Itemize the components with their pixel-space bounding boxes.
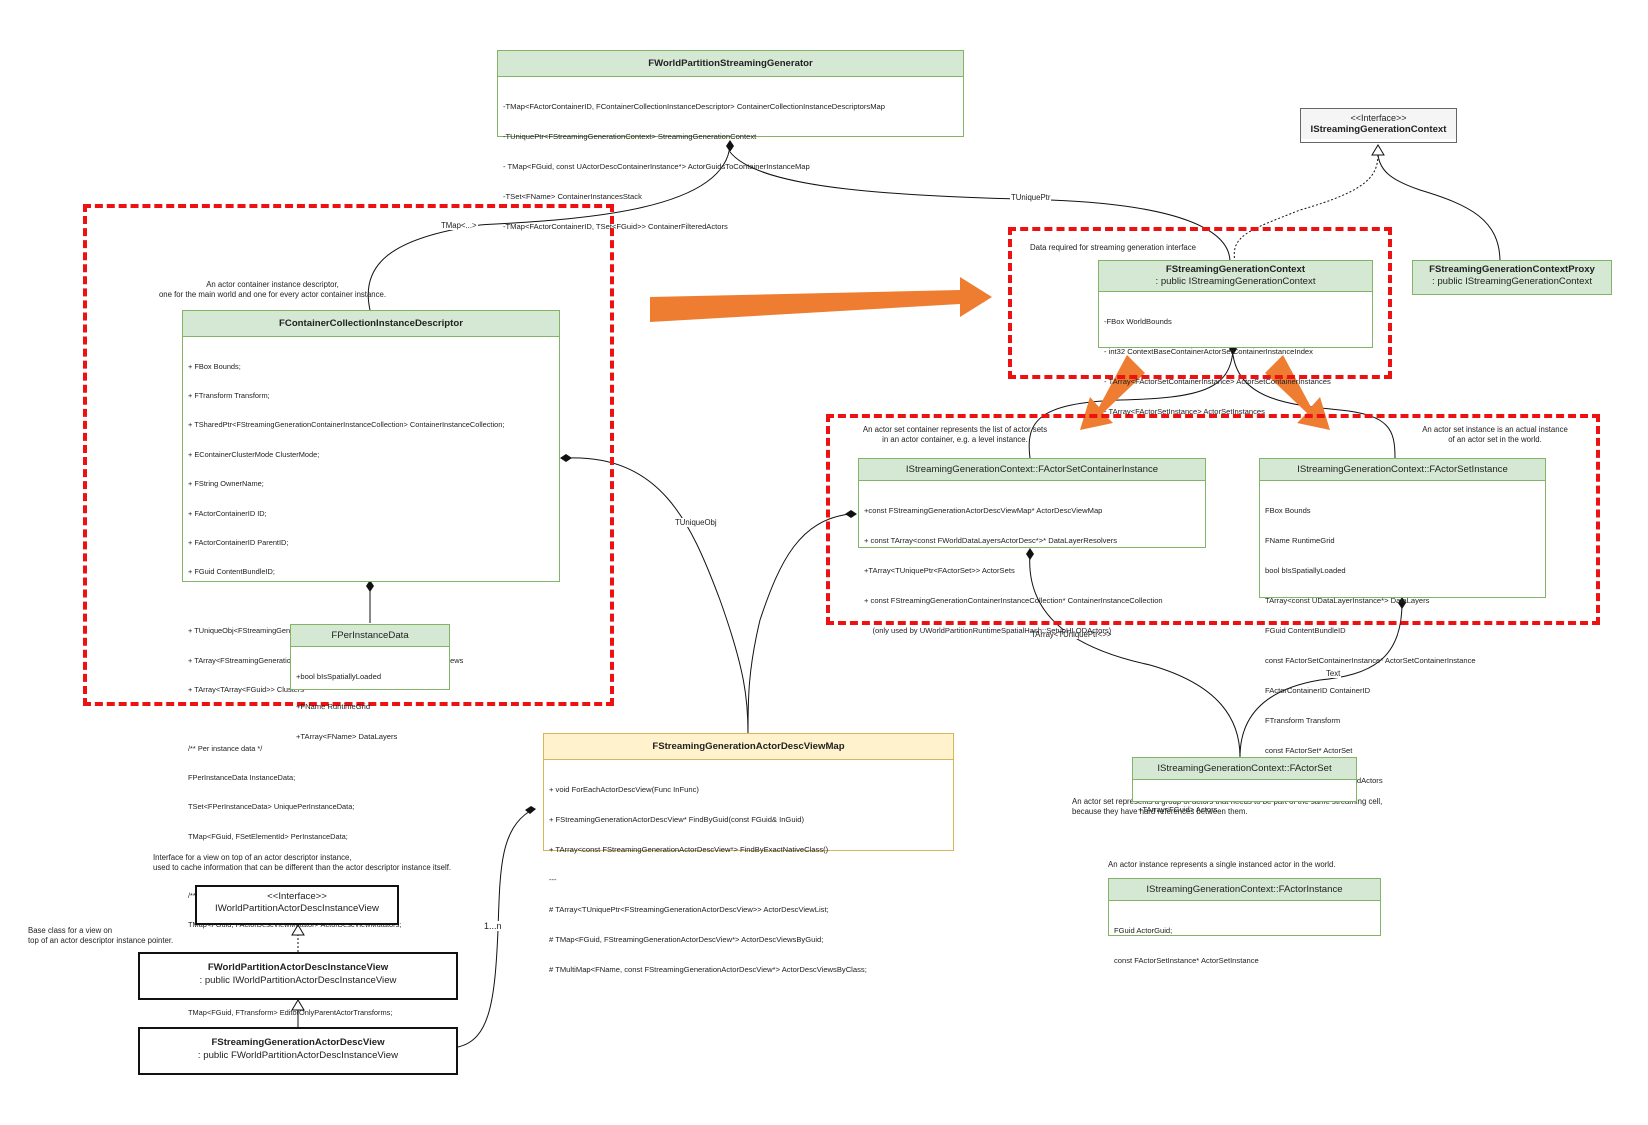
class-members: FGuid ActorGuid; const FActorSetInstance… [1114,926,1259,965]
class-actor-desc-instance-view: FWorldPartitionActorDescInstanceView : p… [138,952,458,1000]
class-title: FStreamingGenerationContextProxy [1429,264,1595,275]
class-actor-set-container-instance: IStreamingGenerationContext::FActorSetCo… [858,458,1206,635]
class-actor-instance: IStreamingGenerationContext::FActorInsta… [1108,878,1381,965]
interface-stereotype: <<Interface>> [267,891,327,902]
interface-actor-desc-instance-view: <<Interface>> IWorldPartitionActorDescIn… [195,885,399,925]
class-title: IStreamingGenerationContext::FActorSet [1133,758,1356,780]
descriptor-note: An actor container instance descriptor, … [158,280,387,299]
edge-context-setinstance [1232,354,1396,459]
class-container-collection-descriptor: FContainerCollectionInstanceDescriptor +… [182,310,560,1017]
set-instance-note: An actor set instance is an actual insta… [1422,425,1568,444]
edge-setcontainer-viewmap [747,513,851,734]
edge-setinstance-actorset [1239,602,1403,758]
class-streaming-generation-actor-desc-view: FStreamingGenerationActorDescView : publ… [138,1027,458,1075]
class-title: FWorldPartitionActorDescInstanceView [207,962,389,973]
class-subtitle: : public IStreamingGenerationContext [1432,276,1592,287]
interface-title: IStreamingGenerationContext [1310,124,1447,135]
class-actor-set: IStreamingGenerationContext::FActorSet +… [1132,757,1357,814]
orange-arrow-to-setcontainer [1080,355,1145,430]
base-view-note: Base class for a view on top of an actor… [28,926,174,945]
class-members: -TMap<FActorContainerID, FContainerColle… [503,102,885,231]
edge-generator-descriptor [367,144,731,311]
iface-view-note: Interface for a view on top of an actor … [153,853,452,872]
class-subtitle: : public IWorldPartitionActorDescInstanc… [199,975,397,986]
class-title: IStreamingGenerationContext::FActorInsta… [1109,879,1380,901]
edge-setcontainer-actorset [1029,552,1241,758]
label-tmap: TMap<...> [440,221,478,230]
set-container-note: An actor set container represents the li… [862,425,1048,444]
class-members: +bool bIsSpatiallyLoaded +FName RuntimeG… [296,672,398,741]
label-tarray-uniqueptr: TArray<TUniquePtr<>> [1030,630,1113,639]
orange-arrow-to-setinstance [1265,355,1330,430]
edge-proxy-interface [1377,154,1501,263]
label-tuniqueptr: TUniquePtr [1010,193,1052,202]
edge-context-interface [1233,152,1379,263]
interface-streaming-generation-context: <<Interface>> IStreamingGenerationContex… [1300,108,1457,143]
class-title: FStreamingGenerationContext [1165,264,1306,275]
interface-stereotype: <<Interface>> [1350,113,1407,123]
edge-descriptor-viewmap [566,457,749,734]
orange-arrow-to-context [650,277,992,322]
class-members: -FBox WorldBounds - int32 ContextBaseCon… [1104,317,1331,416]
class-members: +const FStreamingGenerationActorDescView… [864,506,1163,635]
class-title: FPerInstanceData [291,625,449,647]
class-title: FContainerCollectionInstanceDescriptor [183,311,559,337]
class-members: + void ForEachActorDescView(Func InFunc)… [549,785,867,974]
class-title: FStreamingGenerationActorDescViewMap [544,734,953,760]
highlight-actorset-region [826,414,1600,625]
class-title: FWorldPartitionStreamingGenerator [498,51,963,77]
class-title: IStreamingGenerationContext::FActorSetCo… [859,459,1205,481]
label-text: Text [1325,669,1342,678]
class-actor-set-instance: IStreamingGenerationContext::FActorSetIn… [1259,458,1546,785]
class-subtitle: : public FWorldPartitionActorDescInstanc… [197,1050,399,1061]
class-actor-desc-view-map: FStreamingGenerationActorDescViewMap + v… [543,733,954,974]
class-title: FStreamingGenerationActorDescView [211,1037,385,1048]
label-tuniqueobj: TUniqueObj [674,518,718,527]
class-subtitle: : public IStreamingGenerationContext [1155,276,1316,287]
highlight-context-region [1008,227,1392,379]
actor-instance-note: An actor instance represents a single in… [1108,860,1336,869]
class-members: +TArray<FGuid> Actors [1138,805,1218,814]
class-context-proxy: FStreamingGenerationContextProxy : publi… [1412,260,1612,295]
context-note: Data required for streaming generation i… [1030,243,1196,252]
class-streaming-generation-context: FStreamingGenerationContext : public ISt… [1098,260,1373,416]
interface-title: IWorldPartitionActorDescInstanceView [215,903,379,914]
label-one-to-n: 1...n [483,921,503,931]
class-per-instance-data: FPerInstanceData +bool bIsSpatiallyLoade… [290,624,450,741]
class-streaming-generator: FWorldPartitionStreamingGenerator -TMap<… [497,50,964,231]
highlight-descriptor-region [83,204,614,706]
class-title: IStreamingGenerationContext::FActorSetIn… [1260,459,1545,481]
